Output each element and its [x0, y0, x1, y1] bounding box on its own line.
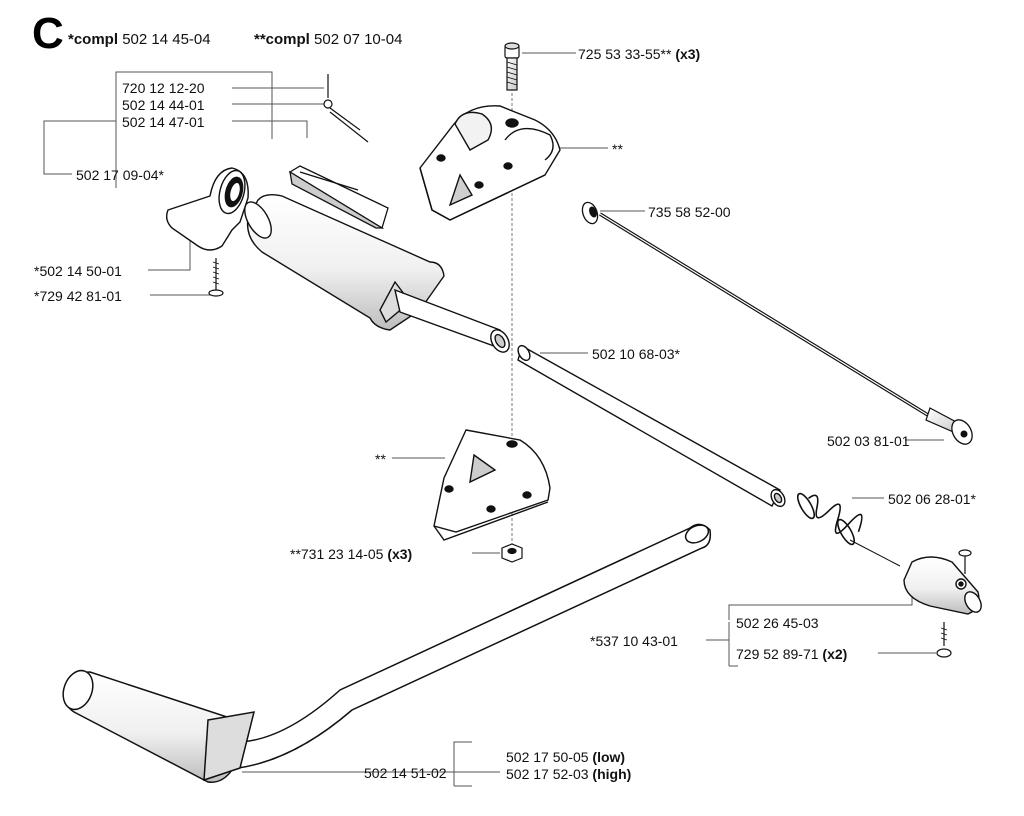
label-part-50214447: 502 14 47-01	[122, 114, 205, 130]
top-screw-number: 725 53 33-55**	[578, 46, 672, 62]
label-end-piece: 502 26 45-03	[736, 615, 819, 631]
kit-header-2: **compl 502 07 10-04	[254, 31, 402, 49]
section-letter: C	[32, 9, 64, 58]
label-nut: **731 23 14-05 (x3)	[290, 546, 412, 562]
label-spring: 502 06 28-01*	[888, 491, 976, 507]
kit-header-1-number: 502 14 45-04	[122, 31, 211, 48]
end-screw-bottom	[936, 622, 952, 658]
label-lower-clamp: **	[375, 451, 386, 467]
label-shaft-tube: 502 10 68-03*	[592, 346, 680, 362]
label-bar-low: 502 17 50-05 (low)	[506, 749, 625, 765]
bar-low-number: 502 17 50-05	[506, 749, 589, 765]
kit-header-2-prefix: **compl	[254, 31, 310, 48]
end-screw-number: 729 52 89-71	[736, 646, 819, 662]
label-handlebar-grip: 502 14 51-02	[364, 765, 447, 781]
label-end-screw: 729 52 89-71 (x2)	[736, 646, 847, 662]
nut-number: **731 23 14-05	[290, 546, 384, 562]
end-piece	[903, 556, 982, 615]
shaft-tube	[517, 344, 786, 508]
spring	[796, 492, 901, 567]
end-screw-qty: (x2)	[822, 646, 848, 662]
label-kit: *537 10 43-01	[590, 633, 678, 649]
bar-low-tag: (low)	[592, 749, 626, 765]
lower-clamp	[433, 429, 551, 541]
throttle-cable	[599, 212, 973, 445]
clip-screw	[208, 258, 224, 297]
bar-high-number: 502 17 52-03	[506, 766, 589, 782]
upper-clamp	[419, 105, 561, 221]
clamp-nut	[501, 543, 523, 563]
label-part-50214501: *502 14 50-01	[34, 263, 122, 279]
label-part-72942811: *729 42 81-01	[34, 288, 122, 304]
handlebar	[62, 523, 712, 783]
label-cable: 502 03 81-01	[827, 433, 910, 449]
top-screw	[504, 42, 520, 91]
label-top-screw: 725 53 33-55** (x3)	[578, 46, 700, 62]
washer	[581, 201, 599, 225]
label-part-50217094: 502 17 09-04*	[76, 167, 164, 183]
kit-header-1-prefix: *compl	[68, 31, 119, 48]
throttle-lever	[288, 165, 389, 229]
grip-clip	[165, 167, 249, 251]
top-screw-qty: (x3)	[675, 46, 701, 62]
label-upper-clamp: **	[612, 141, 623, 157]
throttle-handle	[244, 193, 510, 353]
kit-header-2-number: 502 07 10-04	[314, 31, 403, 48]
spring-pin	[323, 74, 369, 143]
label-spring-pin-720: 720 12 12-20	[122, 80, 205, 96]
label-washer: 735 58 52-00	[648, 204, 731, 220]
nut-qty: (x3)	[387, 546, 413, 562]
label-part-50214441: 502 14 44-01	[122, 97, 205, 113]
label-bar-high: 502 17 52-03 (high)	[506, 766, 631, 782]
bar-high-tag: (high)	[592, 766, 632, 782]
end-screw-top	[958, 549, 972, 574]
kit-header-1: *compl 502 14 45-04	[68, 31, 211, 49]
